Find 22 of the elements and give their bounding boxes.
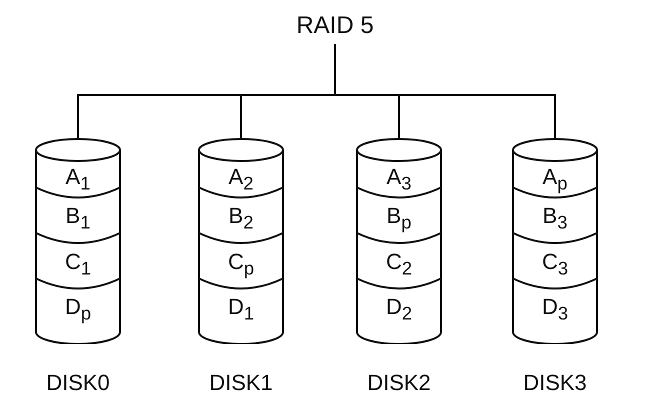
data-block-label: B$_{p}$: [386, 203, 412, 234]
data-block-label: A$_{3}$: [386, 164, 412, 194]
raid-level-title: RAID 5: [296, 12, 374, 39]
disk-label: DISK0: [46, 370, 110, 396]
data-block-label: A$_{p}$: [542, 164, 568, 194]
data-block-label: C$_{3}$: [542, 248, 568, 279]
data-block-label: B$_{1}$: [66, 203, 90, 234]
data-block-label: C$_{p}$: [228, 248, 254, 279]
data-block-label: A$_{1}$: [66, 164, 90, 194]
data-block-label: B$_{3}$: [542, 203, 568, 234]
data-block-label: C$_{2}$: [386, 248, 412, 279]
disk-label: DISK1: [209, 370, 273, 396]
data-block-label: D$_{2}$: [386, 294, 412, 324]
disk-label: DISK3: [523, 370, 587, 396]
data-block-label: B$_{2}$: [228, 203, 254, 234]
disk-label: DISK2: [367, 370, 431, 396]
data-block-label: D$_{1}$: [228, 294, 254, 324]
data-block-label: A$_{2}$: [228, 164, 254, 194]
data-block-label: D$_{p}$: [64, 294, 92, 324]
data-block-label: C$_{1}$: [64, 248, 92, 279]
bus-line: [334, 44, 556, 140]
data-block-label: D$_{3}$: [542, 294, 568, 324]
